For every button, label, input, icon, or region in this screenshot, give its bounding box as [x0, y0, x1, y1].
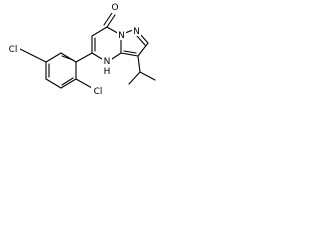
bond-ar6-cl — [75, 78, 93, 89]
bond-c3-c3a-double — [123, 50, 137, 54]
bond-ar3-cl — [17, 47, 47, 63]
bond-n2-c2-double — [136, 35, 146, 46]
atom-hydrogen-nh: H — [104, 67, 111, 77]
atom-nitrogen-bridge: N — [118, 31, 125, 41]
bond-c2-c3 — [137, 42, 149, 57]
bond-lines — [17, 12, 156, 89]
bond-carbonyl-double — [103, 12, 113, 26]
bond-ar4-ar5 — [45, 78, 62, 89]
atom-nitrogen-nh: N — [104, 57, 111, 67]
bond-c5-aryl — [75, 52, 93, 63]
bond-c3-ipr — [137, 55, 141, 73]
bond-n4-c3a — [111, 52, 122, 60]
bond-n1-n2 — [124, 29, 134, 34]
bond-ar5-ar6 — [60, 78, 77, 89]
bond-ar1-ar2-double — [61, 55, 74, 61]
bond-ipr-me1 — [128, 71, 141, 85]
atom-labels: O Cl Cl N N N H — [6, 2, 141, 97]
bond-ipr-me2 — [139, 71, 156, 81]
bond-ar5-ar6-double — [61, 77, 74, 86]
atom-oxygen: O — [111, 3, 118, 13]
atom-chlorine-bottom: Cl — [94, 87, 103, 97]
bond-c7-c6 — [91, 26, 108, 37]
bond-c5-n4 — [91, 52, 103, 60]
bond-ar2-ar3 — [45, 52, 62, 63]
bond-ar1-ar2 — [60, 52, 77, 63]
chemical-structure: O Cl Cl N N N H — [6, 2, 156, 97]
bond-carbonyl — [106, 14, 116, 28]
bond-c3-c3a — [120, 52, 139, 57]
atom-nitrogen-pyrazole: N — [133, 27, 140, 37]
atom-chlorine-top: Cl — [9, 45, 18, 55]
